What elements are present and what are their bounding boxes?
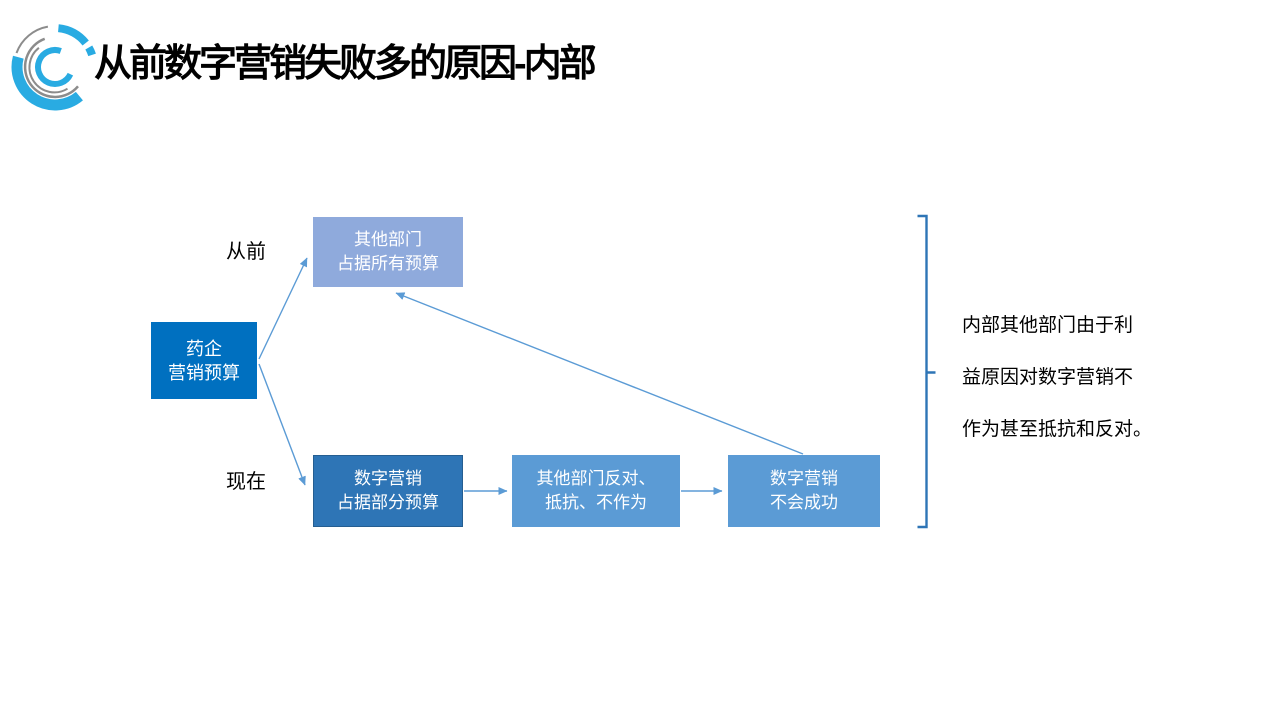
annotation-line: 作为甚至抵抗和反对。 — [962, 419, 1153, 440]
node-text: 其他部门反对、 — [536, 469, 656, 488]
label-past: 从前 — [226, 241, 266, 263]
arrow-budget-to-now — [258, 363, 306, 486]
node-text: 占据所有预算 — [337, 254, 439, 273]
node-text: 药企 — [186, 338, 222, 359]
node-digital-marketing-fail: 数字营销 不会成功 — [728, 455, 880, 527]
annotation-line: 内部其他部门由于利 — [962, 315, 1134, 336]
node-text: 其他部门 — [354, 230, 422, 249]
node-text: 数字营销 — [354, 469, 422, 488]
annotation-text: 内部其他部门由于利 益原因对数字营销不 作为甚至抵抗和反对。 — [962, 300, 1202, 456]
right-brace — [917, 214, 936, 529]
annotation-line: 益原因对数字营销不 — [962, 367, 1134, 388]
arc-swirl-logo-icon — [11, 24, 96, 111]
node-text: 占据部分预算 — [337, 493, 439, 512]
label-now: 现在 — [226, 471, 266, 493]
node-pharma-marketing-budget: 药企 营销预算 — [151, 322, 257, 399]
node-other-depts-all-budget: 其他部门 占据所有预算 — [313, 217, 463, 287]
arrow-fail-to-past — [395, 292, 804, 455]
node-text: 数字营销 — [770, 469, 838, 488]
node-digital-partial-budget: 数字营销 占据部分预算 — [313, 455, 463, 527]
slide-title: 从前数字营销失败多的原因-内部 — [94, 43, 597, 85]
arrow-budget-to-past — [258, 257, 308, 360]
node-other-depts-oppose: 其他部门反对、 抵抗、不作为 — [512, 455, 680, 527]
node-text: 营销预算 — [168, 362, 240, 383]
node-text: 抵抗、不作为 — [545, 493, 647, 512]
node-text: 不会成功 — [770, 493, 838, 512]
